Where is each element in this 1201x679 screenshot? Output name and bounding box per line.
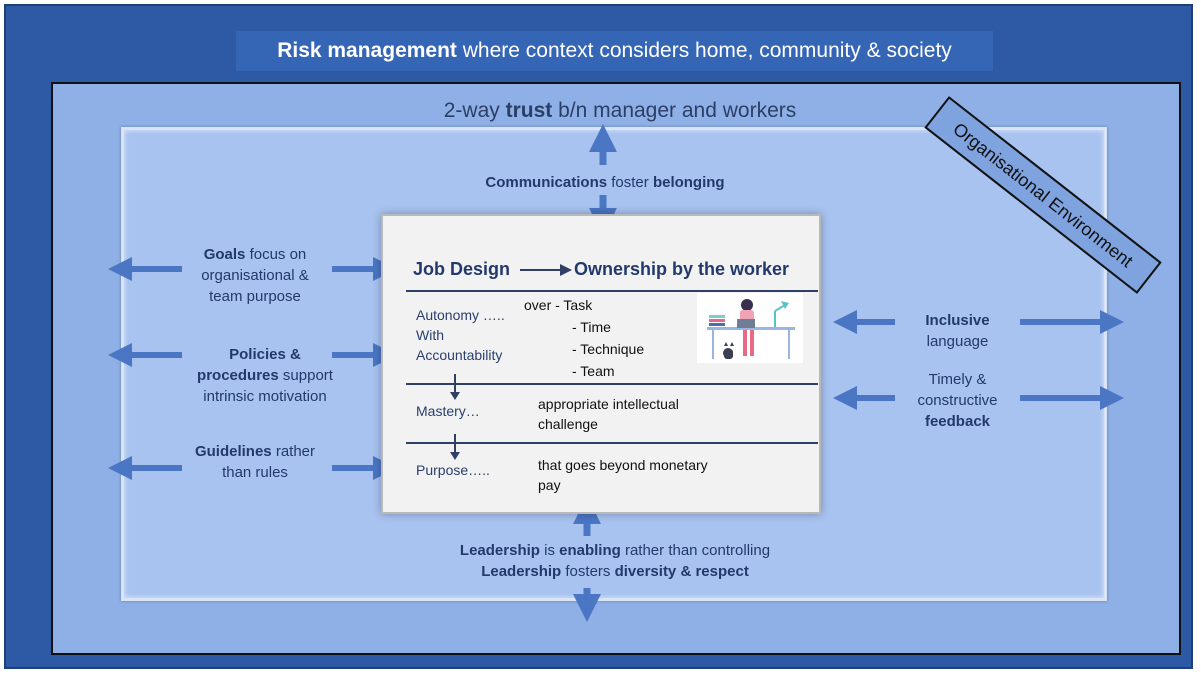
autonomy-l3: Accountability (416, 347, 503, 363)
outer-title-bold: Risk management (277, 39, 457, 62)
goals-text: Goals focus on organisational & team pur… (165, 244, 345, 307)
feedback-bold: feedback (924, 413, 991, 430)
autonomy-l2: With (416, 327, 444, 343)
outer-title-rest: where context considers home, community … (456, 39, 952, 62)
guidelines-bold: Guidelines (194, 443, 272, 460)
leadership1-bold2: enabling (559, 542, 621, 559)
leadership1-bold: Leadership (459, 542, 540, 559)
inclusive-text: Inclusive language (890, 310, 1025, 352)
purpose-desc-l1: that goes beyond monetary (538, 457, 708, 473)
leadership2-mid: fosters (561, 563, 615, 580)
feedback-line2: constructive (917, 392, 998, 409)
job-design-arrow (520, 264, 572, 276)
leadership1-rest: rather than controlling (620, 542, 771, 559)
mastery-desc: appropriate intellectual challenge (538, 394, 679, 434)
guidelines-rest: rather (271, 443, 316, 460)
purpose-desc-l2: pay (538, 477, 561, 493)
trust-post: b/n manager and workers (552, 99, 797, 122)
ownership-title: Ownership by the worker (574, 259, 790, 279)
feedback-text: Timely & constructive feedback (890, 369, 1025, 432)
outer-title: Risk management where context considers … (236, 31, 993, 71)
job-design-title: Job Design (413, 259, 511, 279)
over-task: over - Task (524, 297, 593, 313)
rule-1 (406, 290, 818, 292)
guidelines-text: Guidelines rather than rules (165, 441, 345, 483)
mastery-label: Mastery… (416, 403, 480, 419)
leadership2-bold: Leadership (481, 563, 562, 580)
trust-pre: 2-way (443, 99, 506, 122)
comm-mid: foster (607, 174, 653, 191)
over-time: - Time (572, 319, 611, 335)
purpose-label: Purpose….. (416, 462, 490, 478)
over-technique: - Technique (572, 341, 645, 357)
over-team: - Team (572, 363, 615, 379)
autonomy-to-mastery-arrow (450, 374, 460, 400)
autonomy-l1: Autonomy ….. (416, 307, 505, 323)
leadership1-mid: is (539, 542, 560, 559)
mastery-desc-l2: challenge (538, 416, 598, 432)
goals-line2: organisational & (201, 267, 309, 284)
inclusive-line2: language (926, 333, 989, 350)
purpose-desc: that goes beyond monetary pay (538, 455, 708, 495)
communications-text: Communications foster belonging (430, 172, 780, 193)
trust-bold: trust (505, 99, 553, 122)
policies-line3: intrinsic motivation (203, 388, 327, 405)
leadership-text: Leadership is enabling rather than contr… (380, 540, 850, 582)
comm-bold: Communications (485, 174, 608, 191)
policies-rest2: support (278, 367, 333, 384)
policies-bold2: procedures (197, 367, 279, 384)
trust-heading: 2-way trust b/n manager and workers (300, 99, 940, 123)
goals-bold: Goals (203, 246, 246, 263)
policies-text: Policies & procedures support intrinsic … (165, 344, 365, 407)
goals-rest: focus on (245, 246, 307, 263)
feedback-line1: Timely & (928, 371, 987, 388)
guidelines-line2: than rules (222, 464, 288, 481)
mastery-desc-l1: appropriate intellectual (538, 396, 679, 412)
goals-line3: team purpose (209, 288, 301, 305)
policies-bold1: Policies & (229, 346, 301, 363)
mastery-to-purpose-arrow (450, 434, 460, 460)
autonomy-label: Autonomy ….. With Accountability (416, 305, 505, 365)
inclusive-bold: Inclusive (925, 312, 990, 329)
comm-bold2: belonging (652, 174, 725, 191)
rule-2 (406, 383, 818, 385)
rule-3 (406, 442, 818, 444)
job-design-box (381, 214, 821, 514)
leadership2-bold2: diversity & respect (614, 563, 749, 580)
worker-at-desk-illustration (697, 293, 803, 363)
